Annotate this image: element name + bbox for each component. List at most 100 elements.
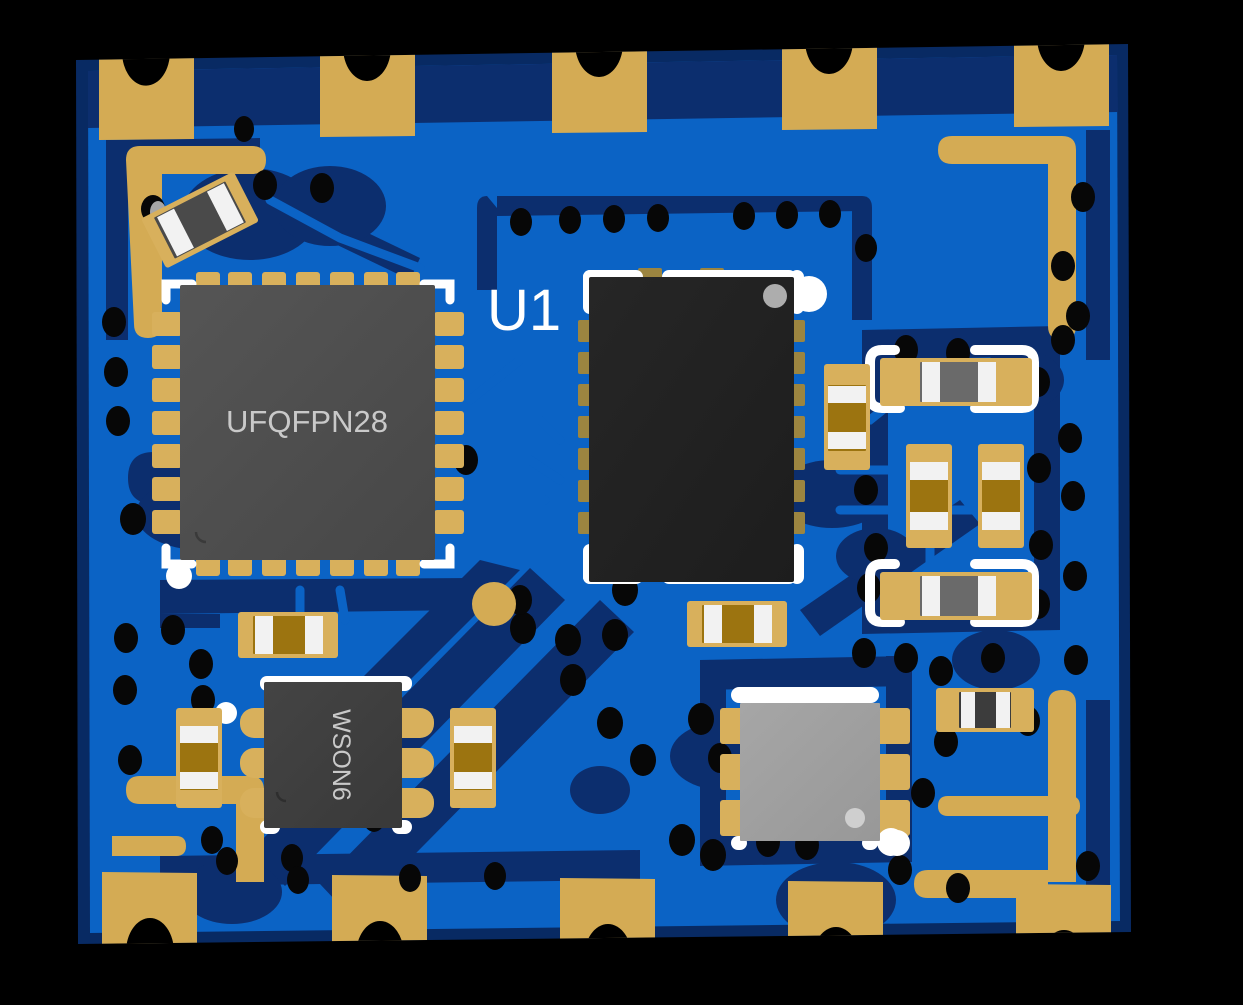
via — [310, 173, 334, 203]
component-capacitor-c5[interactable] — [687, 601, 787, 647]
r3-silk — [865, 559, 1039, 627]
via — [733, 202, 755, 230]
rf-module-pin1-marker — [763, 284, 787, 308]
r4-term-b — [996, 692, 1010, 728]
via — [161, 615, 185, 645]
component-capacitor-c3[interactable] — [978, 444, 1024, 548]
c4-term-b — [305, 616, 323, 654]
castellated-pad — [332, 875, 427, 944]
via — [253, 170, 277, 200]
ufqfpn28-pin1-marker — [166, 563, 192, 589]
via — [852, 638, 876, 668]
via — [1066, 301, 1090, 331]
via — [559, 206, 581, 234]
castellated-pad — [99, 44, 194, 140]
crystal-body[interactable] — [740, 703, 880, 841]
via — [1063, 561, 1087, 591]
via — [854, 475, 878, 505]
via — [555, 624, 581, 656]
via — [120, 503, 146, 535]
via — [911, 778, 935, 808]
trace-left-lower-L — [126, 776, 264, 882]
via — [191, 685, 215, 715]
via — [510, 208, 532, 236]
via — [201, 826, 223, 854]
via — [603, 205, 625, 233]
via — [510, 612, 536, 644]
c5-term-b — [754, 605, 772, 643]
via — [1029, 530, 1053, 560]
component-resistor-r4[interactable] — [936, 688, 1034, 732]
component-crystal[interactable] — [720, 687, 910, 856]
c6-term-b — [180, 772, 218, 789]
via — [189, 649, 213, 679]
component-wson6[interactable]: WSON6 — [215, 676, 434, 834]
c4-term-a — [255, 616, 273, 654]
via — [104, 357, 128, 387]
trace-right-upper-L — [938, 136, 1076, 340]
component-resistor-r1[interactable] — [141, 171, 259, 268]
via — [894, 643, 918, 673]
via — [1076, 851, 1100, 881]
trace-right-lower-L-v — [1048, 690, 1076, 882]
wson6-body[interactable] — [264, 682, 402, 828]
component-capacitor-c7[interactable] — [450, 708, 496, 808]
via — [855, 234, 877, 262]
r2-term-a — [922, 362, 940, 402]
via — [216, 847, 238, 875]
c1-term-a — [828, 386, 866, 403]
via — [688, 703, 714, 735]
component-rf-module[interactable] — [578, 268, 827, 584]
via — [934, 727, 958, 757]
ufqfpn28-body[interactable] — [180, 285, 435, 560]
via — [1071, 182, 1095, 212]
trace-left-upper-L — [126, 146, 266, 338]
castellated-pad — [1014, 44, 1109, 127]
via — [560, 664, 586, 696]
via — [399, 864, 421, 892]
via — [946, 873, 970, 903]
via — [287, 866, 309, 894]
component-resistor-r2[interactable] — [865, 345, 1039, 413]
via — [102, 307, 126, 337]
trace-bottom-right-strip — [938, 796, 1080, 816]
via — [1058, 423, 1082, 453]
castellated-pad — [782, 44, 877, 130]
rf-module-body[interactable] — [589, 277, 794, 582]
c1-term-b — [828, 432, 866, 449]
castellated-pad — [102, 872, 197, 944]
via — [281, 844, 303, 872]
c3-term-a — [982, 462, 1020, 480]
via — [1051, 251, 1075, 281]
trace-left-bottom-strip — [112, 836, 186, 856]
wson6-label: WSON6 — [327, 709, 355, 801]
designator-u1: U1 — [487, 278, 561, 343]
component-ufqfpn28[interactable]: UFQFPN28 — [152, 272, 464, 589]
via — [484, 862, 506, 890]
via — [1051, 325, 1075, 355]
component-capacitor-c1[interactable] — [824, 364, 870, 470]
component-capacitor-c2[interactable] — [906, 444, 952, 548]
component-capacitor-c4[interactable] — [238, 612, 338, 658]
component-capacitor-c6[interactable] — [176, 708, 222, 808]
via — [864, 533, 888, 563]
board-surface: UFQFPN28 — [88, 44, 1120, 944]
component-resistor-r3[interactable] — [865, 559, 1039, 627]
via — [114, 623, 138, 653]
c2-term-a — [910, 462, 948, 480]
c3-term-b — [982, 512, 1020, 530]
via — [894, 335, 918, 365]
r2-term-b — [978, 362, 996, 402]
via — [118, 745, 142, 775]
ufqfpn28-pin1-dimple — [194, 531, 207, 544]
crystal-pads — [720, 708, 910, 836]
via — [1027, 453, 1051, 483]
r1-term-a — [157, 208, 194, 257]
c7-term-a — [454, 726, 492, 743]
via — [597, 707, 623, 739]
via — [234, 116, 254, 142]
c2-term-b — [910, 512, 948, 530]
via — [1064, 645, 1088, 675]
